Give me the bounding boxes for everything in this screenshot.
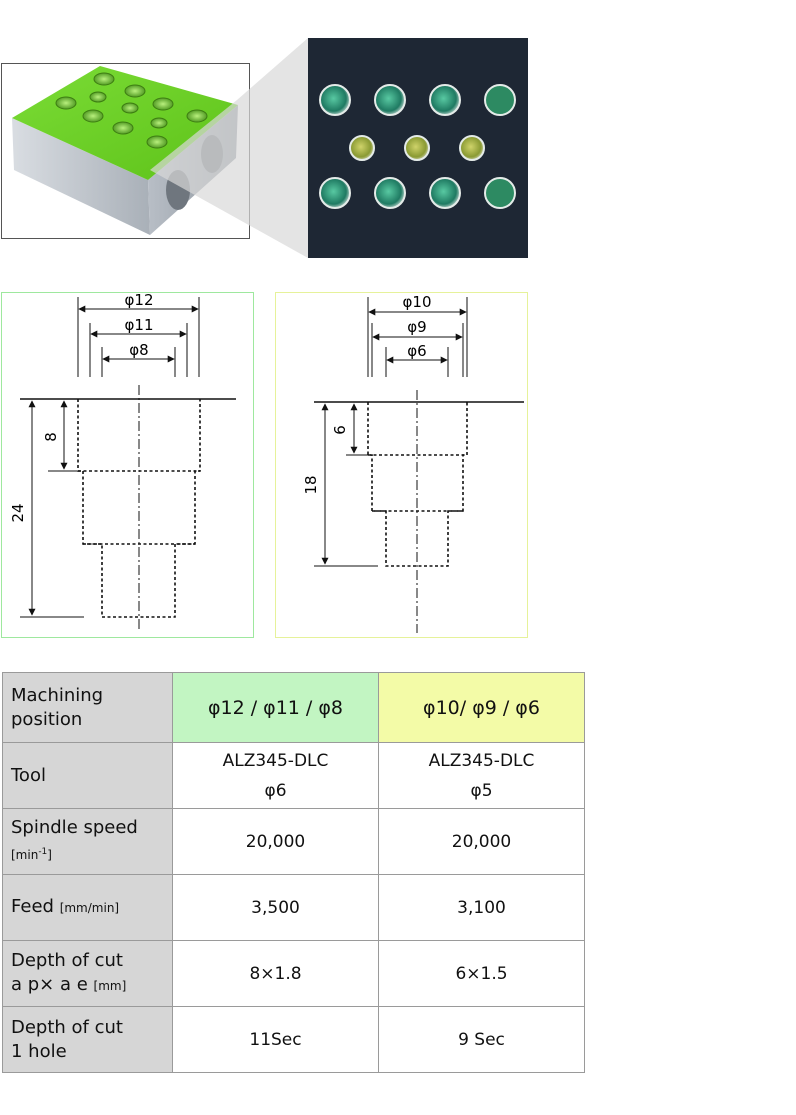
row-label-2: a p× a e xyxy=(11,974,88,995)
closeup-holes xyxy=(319,84,516,209)
dim-diameter-middle: φ9 xyxy=(407,318,426,336)
row-label-cell: Depth of cut 1 hole xyxy=(2,1006,173,1073)
tool-name: ALZ345-DLC xyxy=(222,750,329,771)
row-unit: [mm/min] xyxy=(59,901,120,915)
tool-diameter: φ5 xyxy=(470,780,493,801)
row-label: Depth of cut xyxy=(11,1016,123,1038)
table-row: Feed [mm/min] 3,500 3,100 xyxy=(2,874,585,941)
table-row: Depth of cut a p× a e [mm] 8×1.8 6×1.5 xyxy=(2,940,585,1007)
dim-depth-short: 8 xyxy=(42,432,60,442)
tool-diameter: φ6 xyxy=(264,780,287,801)
row-label-2: 1 hole xyxy=(11,1040,67,1062)
workpiece-photo xyxy=(12,38,528,258)
row-unit: [mm] xyxy=(93,979,127,993)
row-label: Depth of cut xyxy=(11,950,123,971)
cell-col-a: 20,000 xyxy=(172,808,379,875)
cell-col-b: 9 Sec xyxy=(378,1006,585,1073)
cell-col-a: 3,500 xyxy=(172,874,379,941)
row-label-cell: Feed [mm/min] xyxy=(2,874,173,941)
cutting-conditions-table: Machining position φ12 / φ11 / φ8 φ10/ φ… xyxy=(2,672,585,1073)
cell-col-b: ALZ345-DLC φ5 xyxy=(378,742,585,809)
top-holes xyxy=(55,72,208,149)
row-label: Tool xyxy=(2,742,173,809)
row-label-cell: Spindle speed [min-1] xyxy=(2,808,173,875)
tool-name: ALZ345-DLC xyxy=(428,750,535,771)
cell-col-b: 3,100 xyxy=(378,874,585,941)
cell-col-a: φ12 / φ11 / φ8 xyxy=(172,672,379,743)
row-unit: [min-1] xyxy=(11,847,52,862)
block-left-face xyxy=(12,118,150,235)
dim-depth-total: 24 xyxy=(9,503,27,522)
cell-col-b: 6×1.5 xyxy=(378,940,585,1007)
row-label: Feed xyxy=(11,896,54,917)
row-label: Machining position xyxy=(2,672,173,743)
cell-col-a: 11Sec xyxy=(172,1006,379,1073)
table-row: Spindle speed [min-1] 20,000 20,000 xyxy=(2,808,585,875)
row-label: Spindle speed xyxy=(11,817,138,838)
cell-col-b: 20,000 xyxy=(378,808,585,875)
dim-depth-short: 6 xyxy=(331,425,349,435)
dim-diameter-inner: φ8 xyxy=(129,341,148,359)
dim-diameter-outer: φ10 xyxy=(403,293,432,311)
table-row: Tool ALZ345-DLC φ6 ALZ345-DLC φ5 xyxy=(2,742,585,809)
drawing-frame-left xyxy=(1,292,254,638)
table-row: Machining position φ12 / φ11 / φ8 φ10/ φ… xyxy=(2,672,585,743)
dim-diameter-outer: φ12 xyxy=(125,291,154,309)
table-row: Depth of cut 1 hole 11Sec 9 Sec xyxy=(2,1006,585,1073)
cell-col-b: φ10/ φ9 / φ6 xyxy=(378,672,585,743)
zoom-callout xyxy=(150,38,308,258)
dim-diameter-middle: φ11 xyxy=(125,316,154,334)
dim-diameter-inner: φ6 xyxy=(407,342,426,360)
cell-col-a: 8×1.8 xyxy=(172,940,379,1007)
drawing-left: φ12 φ11 φ8 8 24 xyxy=(9,291,236,630)
drawing-right: φ10 φ9 φ6 6 18 xyxy=(302,293,524,633)
drawing-frame-right xyxy=(275,292,528,638)
row-label-cell: Depth of cut a p× a e [mm] xyxy=(2,940,173,1007)
dim-depth-total: 18 xyxy=(302,475,320,494)
cell-col-a: ALZ345-DLC φ6 xyxy=(172,742,379,809)
